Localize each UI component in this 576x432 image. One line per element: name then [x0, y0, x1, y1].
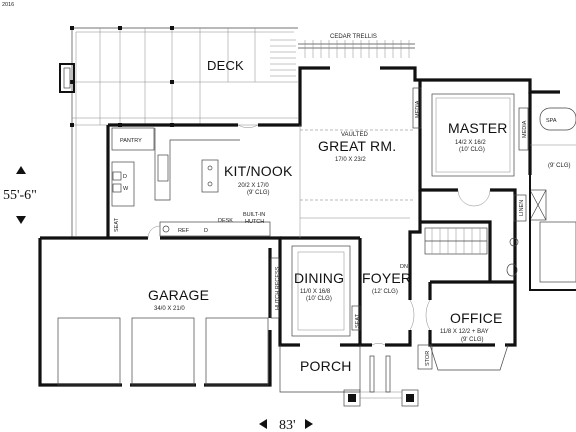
seat-label: SEAT: [114, 217, 120, 232]
walls: [38, 66, 560, 393]
foyer-clg: (12' CLG): [372, 289, 398, 295]
master-fixtures: MEDIA SPA LINEN: [431, 93, 576, 291]
cedar-trellis: CEDAR TRELLIS: [298, 34, 415, 58]
garage-name: GARAGE: [148, 287, 209, 303]
stor-label: STOR: [425, 351, 431, 366]
spa-label: SPA: [546, 118, 557, 124]
kit-name: KIT/NOOK: [224, 163, 293, 179]
copyright-year: 2016: [2, 2, 14, 8]
trellis-label: CEDAR TRELLIS: [330, 34, 377, 40]
arrow-left-icon: [259, 419, 267, 429]
dining-fixtures: HUTCH RECESS SEAT: [270, 245, 361, 337]
width-dimension: 83': [259, 418, 313, 432]
hutch-recess-label: HUTCH RECESS: [275, 266, 281, 310]
builtin-label: BUILT-IN: [243, 212, 265, 218]
foyer-name: FOYER: [362, 270, 411, 286]
dw-label: D: [204, 228, 208, 234]
width-value: 83': [279, 418, 296, 432]
depth-value: 55'-6": [3, 188, 37, 203]
desk-label: DESK: [218, 218, 233, 224]
garage-doors: [57, 317, 269, 386]
porch-name: PORCH: [300, 358, 352, 374]
media-label: MEDIA: [415, 100, 421, 118]
arrow-down-icon: [16, 216, 26, 224]
great-room-fixtures: MEDIA: [299, 87, 422, 238]
office-fixtures: STOR: [417, 344, 509, 371]
seat2-label: SEAT: [355, 313, 361, 328]
media2-label: MEDIA: [522, 120, 528, 138]
great-note: VAULTED: [341, 132, 368, 138]
dining-name: DINING: [294, 270, 344, 286]
deck-framing: [70, 26, 298, 238]
fireplace-icon: [59, 63, 75, 93]
dining-size: 11/0 X 16/8: [300, 289, 331, 295]
great-name: GREAT RM.: [318, 138, 396, 154]
dryer-label: D: [123, 174, 127, 180]
washer-label: W: [123, 186, 129, 192]
kitchen-fixtures: PANTRY D W SEAT REF D DESK BUILT-IN HUTC…: [111, 127, 271, 237]
office-name: OFFICE: [450, 310, 503, 326]
kit-clg: (9' CLG): [247, 190, 269, 196]
dining-clg: (10' CLG): [306, 296, 332, 302]
master-name: MASTER: [448, 120, 508, 136]
bath-clg: (9' CLG): [548, 163, 570, 169]
arrow-up-icon: [16, 166, 26, 174]
kit-size: 20/2 X 17/0: [238, 183, 269, 189]
master-size: 14/2 X 16/2: [455, 140, 486, 146]
depth-dimension: 55'-6": [3, 166, 37, 224]
great-size: 17/0 X 23/2: [335, 157, 366, 163]
staircase: DN: [400, 227, 488, 270]
linen-label: LINEN: [519, 200, 525, 216]
door-swings: [147, 124, 491, 346]
dn-label: DN: [400, 264, 408, 270]
deck-name: DECK: [207, 58, 244, 73]
hutch-label: HUTCH: [245, 219, 264, 225]
garage-size: 34/0 X 21/0: [154, 306, 185, 312]
ref-label: REF: [178, 228, 190, 234]
master-clg: (10' CLG): [459, 147, 485, 153]
pantry-label: PANTRY: [120, 138, 142, 144]
arrow-right-icon: [305, 419, 313, 429]
porch-entry: [343, 355, 419, 407]
office-clg: (9' CLG): [461, 337, 483, 343]
office-size: 11/8 X 12/2 + BAY: [440, 329, 489, 335]
